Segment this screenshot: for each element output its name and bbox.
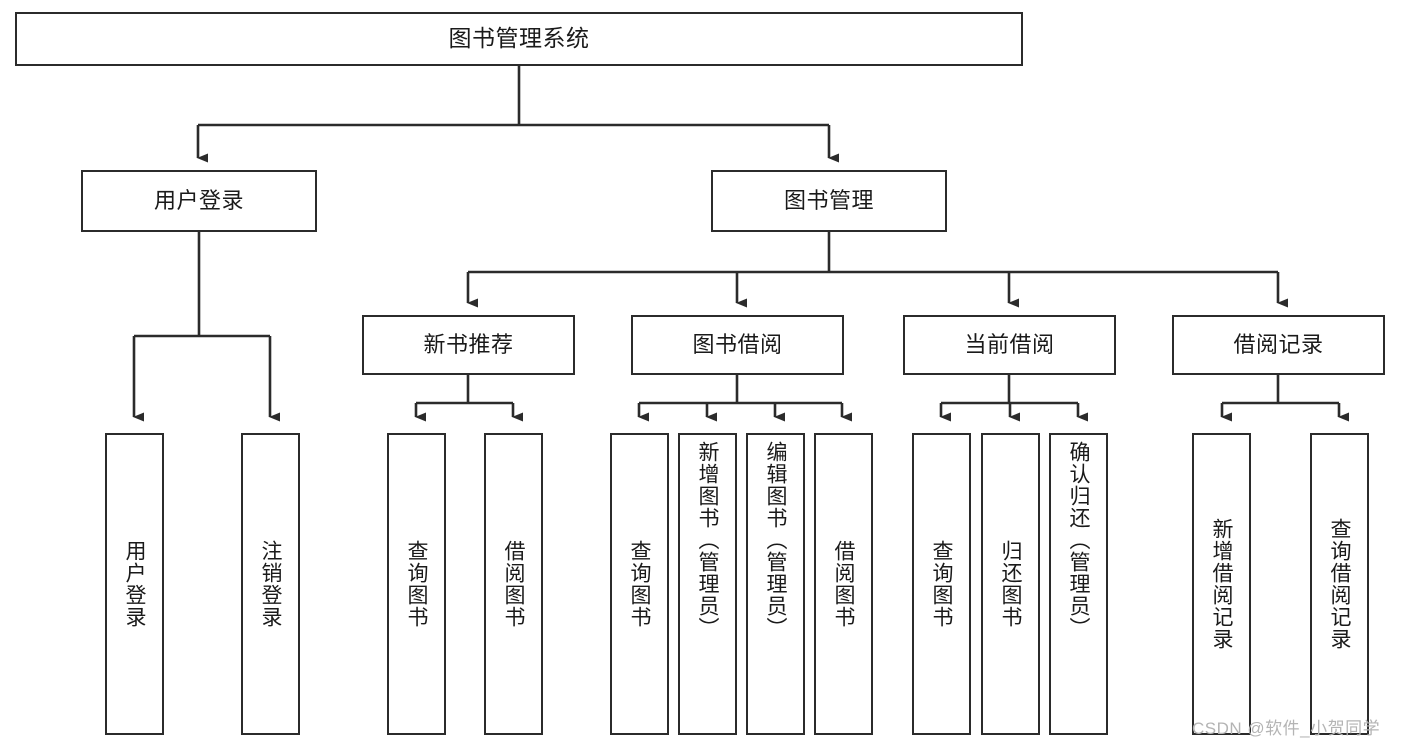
node-label: 查询图书 [628, 540, 651, 628]
node-book-management[interactable]: 图书管理 [711, 170, 947, 232]
node-label: 图书借阅 [692, 331, 783, 357]
node-borrow-records[interactable]: 借阅记录 [1172, 315, 1385, 375]
node-label: 用户登录 [153, 187, 244, 213]
node-label: 用户登录 [123, 540, 146, 628]
node-label: 查询借阅记录 [1328, 518, 1351, 650]
leaf-confirm-return-admin[interactable]: 确认归还（管理员） [1049, 433, 1108, 735]
node-book-borrow[interactable]: 图书借阅 [631, 315, 844, 375]
leaf-logout[interactable]: 注销登录 [241, 433, 300, 735]
node-label: 新增借阅记录 [1210, 518, 1233, 650]
node-new-book-recommend[interactable]: 新书推荐 [362, 315, 575, 375]
node-label: 新书推荐 [423, 331, 514, 357]
node-label: 当前借阅 [964, 331, 1055, 357]
node-label: 借阅图书 [502, 540, 525, 628]
leaf-edit-book-admin[interactable]: 编辑图书（管理员） [746, 433, 805, 735]
leaf-borrow-book-new[interactable]: 借阅图书 [484, 433, 543, 735]
leaf-user-login[interactable]: 用户登录 [105, 433, 164, 735]
leaf-add-borrow-record[interactable]: 新增借阅记录 [1192, 433, 1251, 735]
leaf-borrow-book[interactable]: 借阅图书 [814, 433, 873, 735]
node-label: 归还图书 [999, 540, 1022, 628]
node-label: 新增图书（管理员） [696, 441, 719, 639]
node-label: 注销登录 [259, 540, 282, 628]
leaf-query-book-current[interactable]: 查询图书 [912, 433, 971, 735]
leaf-query-book-new[interactable]: 查询图书 [387, 433, 446, 735]
node-label: 借阅记录 [1233, 331, 1324, 357]
node-label: 图书管理系统 [448, 25, 590, 52]
leaf-add-book-admin[interactable]: 新增图书（管理员） [678, 433, 737, 735]
node-label: 确认归还（管理员） [1067, 441, 1090, 639]
node-label: 编辑图书（管理员） [764, 441, 787, 639]
node-label: 借阅图书 [832, 540, 855, 628]
node-user-login[interactable]: 用户登录 [81, 170, 317, 232]
node-current-borrow[interactable]: 当前借阅 [903, 315, 1116, 375]
node-root-library-system[interactable]: 图书管理系统 [15, 12, 1023, 66]
leaf-query-book-borrow[interactable]: 查询图书 [610, 433, 669, 735]
node-label: 图书管理 [783, 187, 874, 213]
watermark-text: CSDN @软件_小贺同学 [1192, 719, 1381, 738]
leaf-query-borrow-record[interactable]: 查询借阅记录 [1310, 433, 1369, 735]
leaf-return-book[interactable]: 归还图书 [981, 433, 1040, 735]
node-label: 查询图书 [930, 540, 953, 628]
node-label: 查询图书 [405, 540, 428, 628]
